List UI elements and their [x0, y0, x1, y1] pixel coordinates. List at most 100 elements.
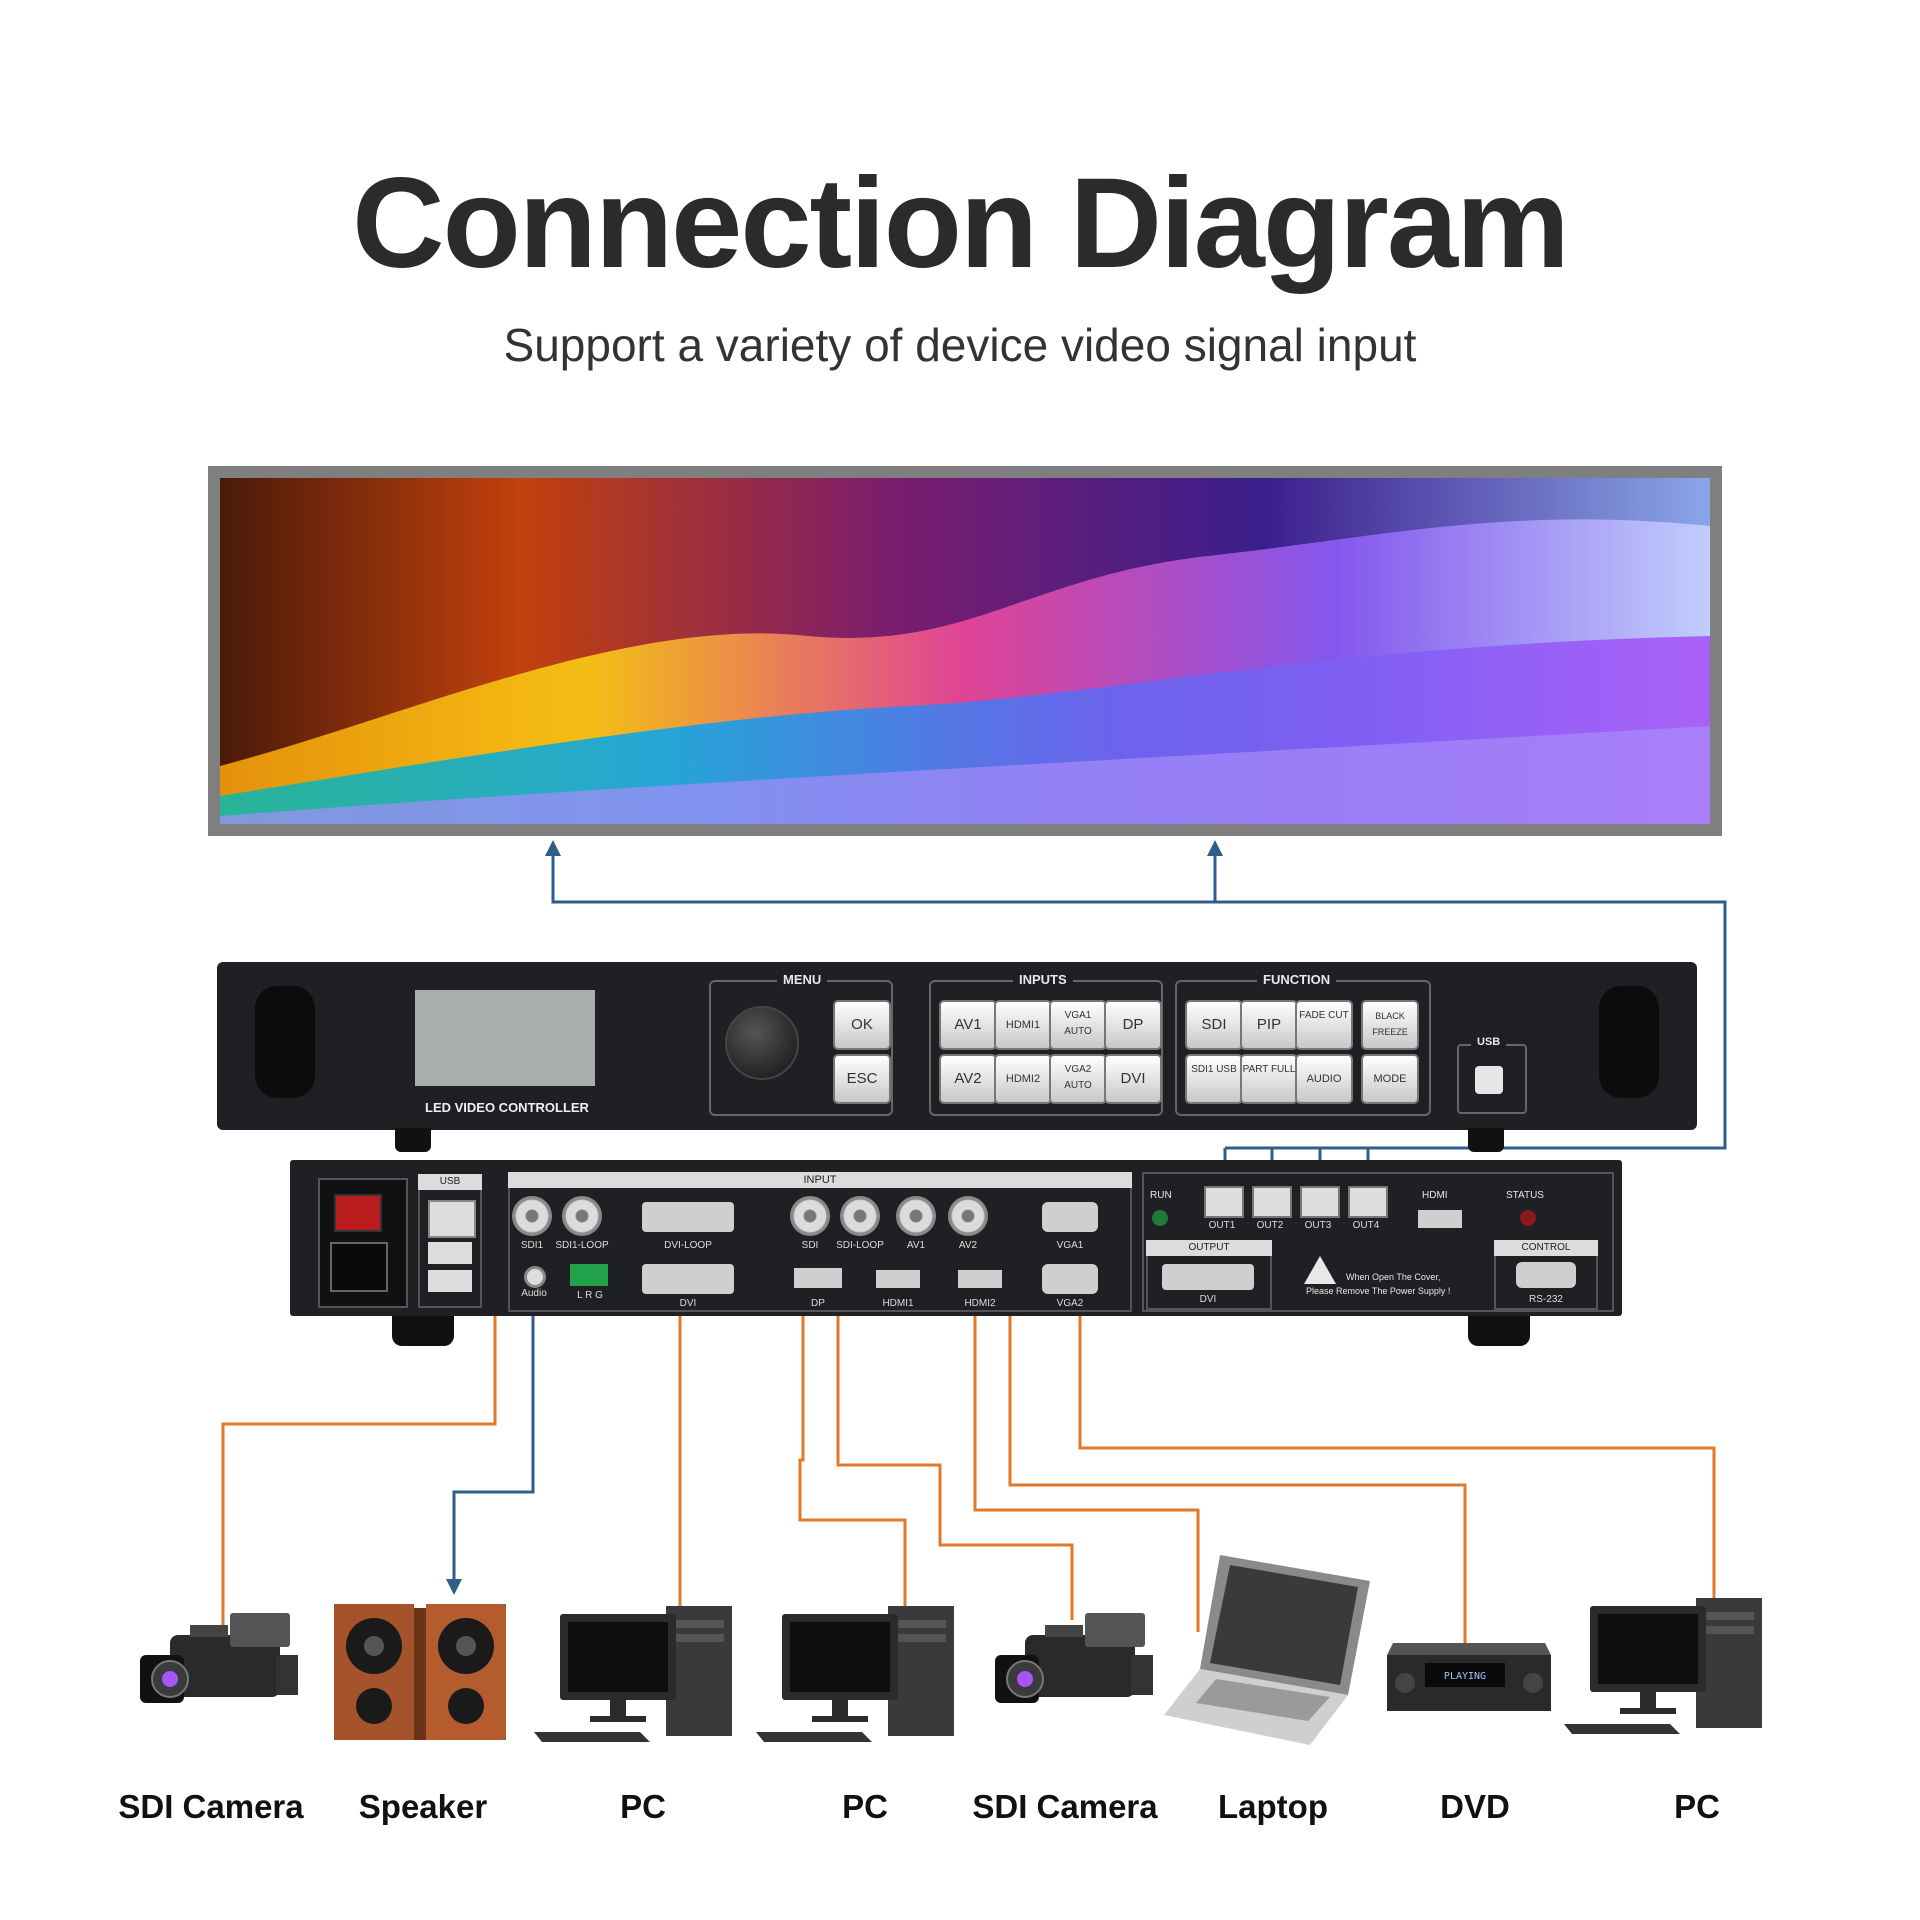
- dp-label: DP: [811, 1298, 825, 1309]
- sdi-label: SDI: [801, 1240, 819, 1251]
- lrg-label: L R G: [577, 1290, 603, 1301]
- out4-port[interactable]: [1348, 1186, 1388, 1218]
- sdi-loop-port[interactable]: [840, 1196, 880, 1236]
- warning-line-2: Please Remove The Power Supply !: [1306, 1286, 1451, 1296]
- out2-port[interactable]: [1252, 1186, 1292, 1218]
- av2-port[interactable]: [948, 1196, 988, 1236]
- sdi1-port[interactable]: [512, 1196, 552, 1236]
- controller-foot-right: [1468, 1128, 1504, 1152]
- input-button-av2[interactable]: AV2: [939, 1054, 997, 1104]
- sdi-port[interactable]: [790, 1196, 830, 1236]
- hdmi2-port[interactable]: [958, 1270, 1002, 1288]
- menu-label: MENU: [777, 972, 828, 987]
- hdmi2-label: HDMI2: [964, 1298, 996, 1309]
- function-button-audio[interactable]: AUDIO: [1295, 1054, 1353, 1104]
- output-label: OUTPUT: [1146, 1240, 1272, 1256]
- led-screen: [208, 466, 1722, 836]
- input-button-dvi[interactable]: DVI: [1104, 1054, 1162, 1104]
- dvi-loop-port[interactable]: [642, 1202, 734, 1232]
- input-button-vga1[interactable]: VGA1 AUTO: [1049, 1000, 1107, 1050]
- function-button-black-freeze[interactable]: BLACK FREEZE: [1361, 1000, 1419, 1050]
- sdi1-label: SDI1: [520, 1240, 544, 1251]
- rear-foot-right: [1468, 1316, 1530, 1346]
- controller-foot-left: [395, 1128, 431, 1152]
- vga2-port[interactable]: [1042, 1264, 1098, 1294]
- warning-line-1: When Open The Cover,: [1346, 1272, 1441, 1282]
- device-label-sdi-camera-2: SDI Camera: [972, 1788, 1158, 1825]
- audio-label: Audio: [521, 1288, 547, 1299]
- desktop-pc-icon: [534, 1606, 732, 1742]
- status-label: STATUS: [1506, 1190, 1544, 1201]
- dvd-player-icon: [1387, 1643, 1551, 1711]
- input-label: INPUT: [508, 1172, 1132, 1188]
- rear-usb-port[interactable]: [428, 1242, 472, 1264]
- dvi-loop-label: DVI-LOOP: [664, 1240, 712, 1251]
- out4-label: OUT4: [1352, 1220, 1380, 1231]
- desktop-pc-icon: [1564, 1598, 1762, 1734]
- page-title: Connection Diagram: [352, 152, 1570, 295]
- warning-icon: [1304, 1256, 1336, 1284]
- out2-label: OUT2: [1256, 1220, 1284, 1231]
- laptop-icon: [1164, 1555, 1370, 1745]
- input-button-av1[interactable]: AV1: [939, 1000, 997, 1050]
- device-sdi-camera-1: [140, 1613, 298, 1703]
- power-socket: [330, 1242, 388, 1292]
- ok-button[interactable]: OK: [833, 1000, 891, 1050]
- inputs-label: INPUTS: [1013, 972, 1073, 987]
- function-button-pip[interactable]: PIP: [1240, 1000, 1298, 1050]
- input-button-hdmi1[interactable]: HDMI1: [994, 1000, 1052, 1050]
- input-button-hdmi2[interactable]: HDMI2: [994, 1054, 1052, 1104]
- run-led: [1152, 1210, 1168, 1226]
- out1-port[interactable]: [1204, 1186, 1244, 1218]
- page-subtitle: Support a variety of device video signal…: [503, 319, 1417, 371]
- function-button-fade-cut[interactable]: FADE CUT: [1295, 1000, 1353, 1050]
- out3-port[interactable]: [1300, 1186, 1340, 1218]
- function-button-sdi1-usb[interactable]: SDI1 USB: [1185, 1054, 1243, 1104]
- input-button-dp[interactable]: DP: [1104, 1000, 1162, 1050]
- run-label: RUN: [1150, 1190, 1172, 1201]
- function-button-sdi[interactable]: SDI: [1185, 1000, 1243, 1050]
- rear-usb-label: USB: [418, 1174, 482, 1190]
- dvi-input-port[interactable]: [642, 1264, 734, 1294]
- av1-label: AV1: [906, 1240, 926, 1251]
- hdmi-out-port[interactable]: [1418, 1210, 1462, 1228]
- rear-usb-port-2[interactable]: [428, 1270, 472, 1292]
- status-led: [1520, 1210, 1536, 1226]
- device-label-pc-1: PC: [620, 1788, 666, 1825]
- device-sdi-camera-2: [995, 1613, 1153, 1703]
- av1-port[interactable]: [896, 1196, 936, 1236]
- rs232-label: RS-232: [1529, 1294, 1563, 1305]
- audio-terminal-block[interactable]: [570, 1264, 608, 1286]
- speaker-icon: [334, 1604, 506, 1740]
- function-button-part-full[interactable]: PART FULL: [1240, 1054, 1298, 1104]
- sdi1-loop-port[interactable]: [562, 1196, 602, 1236]
- menu-knob[interactable]: [725, 1006, 799, 1080]
- desktop-pc-icon: [756, 1606, 954, 1742]
- video-camera-icon: [995, 1613, 1153, 1703]
- sdi-loop-label: SDI-LOOP: [836, 1240, 884, 1251]
- function-button-mode[interactable]: MODE: [1361, 1054, 1419, 1104]
- esc-button[interactable]: ESC: [833, 1054, 891, 1104]
- hdmi1-label: HDMI1: [882, 1298, 914, 1309]
- function-label: FUNCTION: [1257, 972, 1337, 987]
- vga1-port[interactable]: [1042, 1202, 1098, 1232]
- device-label-pc-3: PC: [1674, 1788, 1720, 1825]
- audio-jack[interactable]: [524, 1266, 546, 1288]
- dp-port[interactable]: [794, 1268, 842, 1288]
- dvd-display-text: PLAYING: [1444, 1671, 1486, 1682]
- dvi-output-port[interactable]: [1162, 1264, 1254, 1290]
- rs232-port[interactable]: [1516, 1262, 1576, 1288]
- front-usb-port[interactable]: [1475, 1066, 1503, 1094]
- out3-label: OUT3: [1304, 1220, 1332, 1231]
- sdi1-loop-label: SDI1-LOOP: [555, 1240, 609, 1251]
- device-speaker: [334, 1604, 506, 1740]
- device-label-speaker: Speaker: [358, 1788, 488, 1825]
- rear-ethernet-port[interactable]: [428, 1200, 476, 1238]
- controller-label: LED VIDEO CONTROLLER: [425, 1100, 589, 1115]
- power-switch[interactable]: [334, 1194, 382, 1232]
- device-label-laptop: Laptop: [1218, 1788, 1328, 1825]
- input-button-vga2[interactable]: VGA2 AUTO: [1049, 1054, 1107, 1104]
- output-section: [1142, 1172, 1614, 1312]
- hdmi1-port[interactable]: [876, 1270, 920, 1288]
- front-usb-label: USB: [1471, 1036, 1507, 1048]
